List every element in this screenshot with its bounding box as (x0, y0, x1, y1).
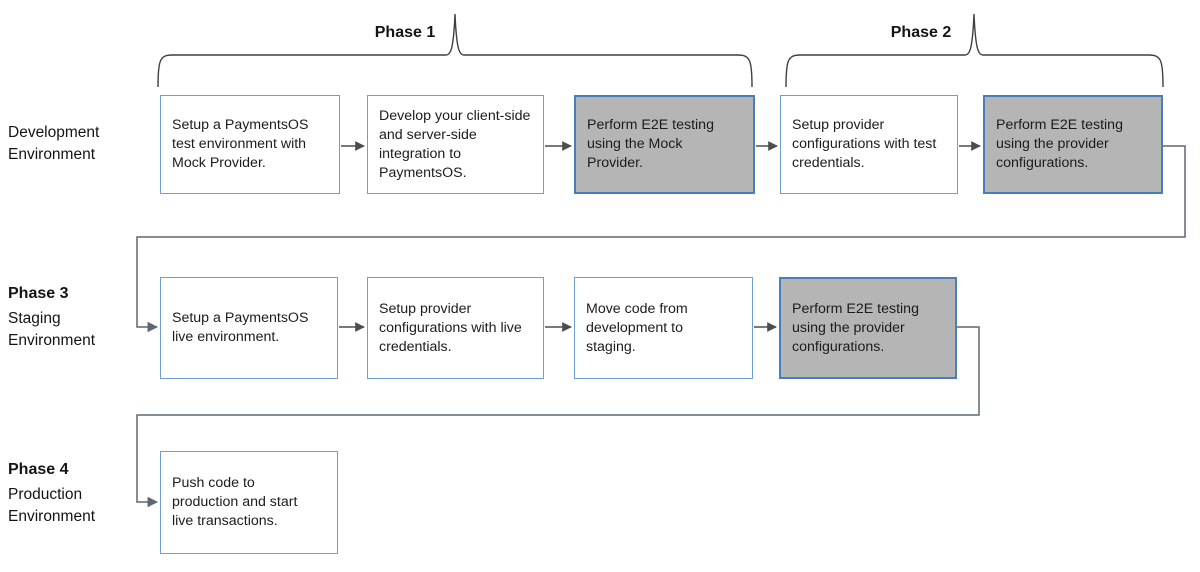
box-provider-live-credentials: Setup provider configurations with live … (367, 277, 544, 379)
box-e2e-testing-provider-staging: Perform E2E testing using the provider c… (779, 277, 957, 379)
row-label-line: Development (8, 124, 100, 141)
connector-row1-to-row2 (136, 145, 1186, 333)
connector-row2-to-row3 (136, 326, 980, 508)
box-push-code-to-production: Push code to production and start live t… (160, 451, 338, 554)
phase4-production-label: Phase 4 Production Environment (8, 459, 95, 528)
box-e2e-testing-provider-dev: Perform E2E testing using the provider c… (983, 95, 1163, 194)
phase4-title: Phase 4 (8, 461, 69, 478)
row-label-line: Production (8, 486, 83, 503)
development-environment-label: Development Environment (8, 122, 99, 166)
phase2-brace (785, 13, 1164, 88)
box-e2e-testing-mock-provider: Perform E2E testing using the Mock Provi… (574, 95, 755, 194)
row-label-line: Environment (8, 146, 96, 163)
box-move-code-to-staging: Move code from development to staging. (574, 277, 753, 379)
row-label-line: Environment (8, 332, 96, 349)
phase1-brace (157, 13, 753, 88)
phase3-title: Phase 3 (8, 285, 69, 302)
row-label-line: Environment (8, 508, 96, 525)
box-setup-test-environment: Setup a PaymentsOS test environment with… (160, 95, 340, 194)
row-label-line: Staging (8, 310, 61, 327)
phase3-staging-label: Phase 3 Staging Environment (8, 283, 95, 352)
phase1-label: Phase 1 (374, 24, 436, 41)
phase2-label: Phase 2 (890, 24, 952, 41)
box-provider-test-credentials: Setup provider configurations with test … (780, 95, 958, 194)
box-setup-live-environment: Setup a PaymentsOS live environment. (160, 277, 338, 379)
box-develop-integration: Develop your client-side and server-side… (367, 95, 544, 194)
